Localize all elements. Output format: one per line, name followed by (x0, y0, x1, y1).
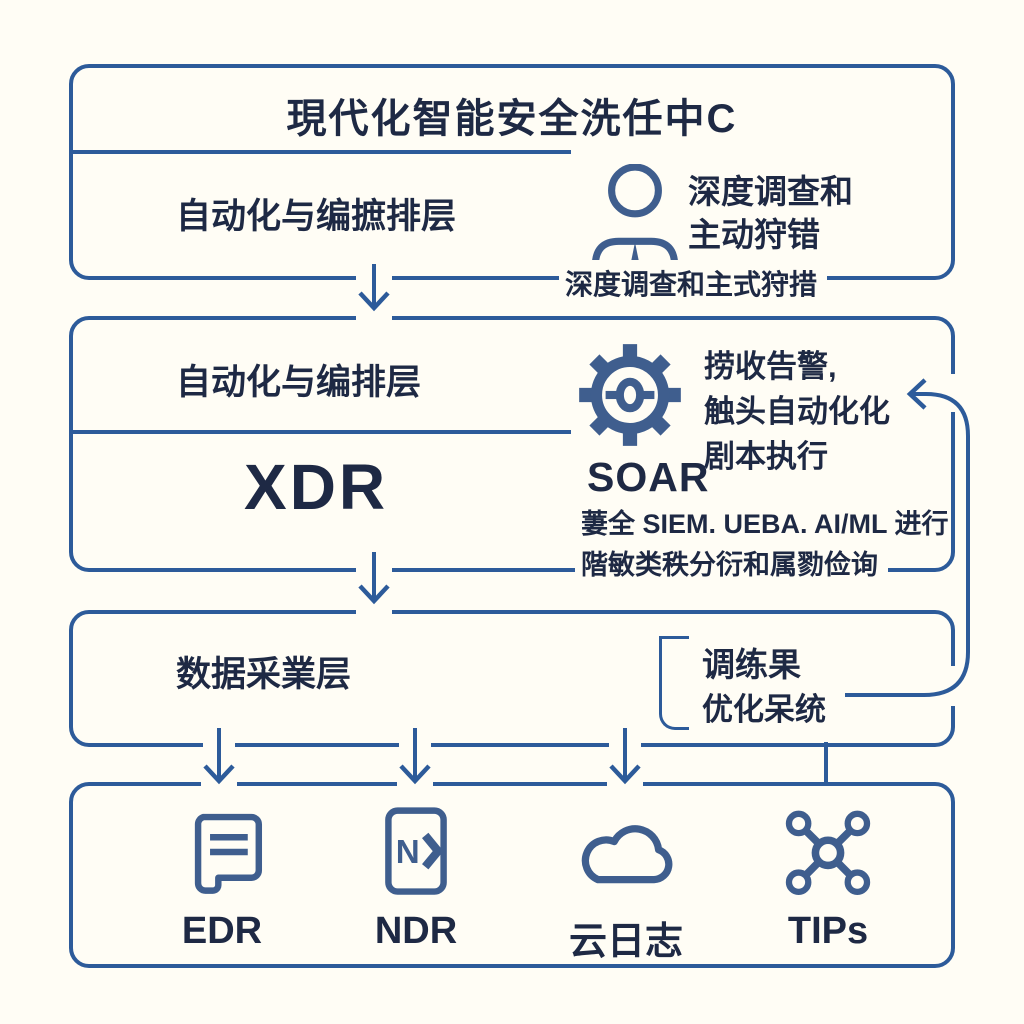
soc-title: 現代化智能安全洗任中C (286, 97, 738, 141)
siem-line1: 萋全 SIEM. UEBA. AI/ML 进行 (581, 509, 949, 539)
investigation-line1: 深度调查和 (688, 173, 853, 210)
alert-line3: 剧本执行 (704, 439, 828, 474)
n-chevron-square-icon: N (370, 804, 462, 900)
feedback-line1: 调练果 (702, 646, 801, 683)
data-layer-box: 数据采業层 调练果 优化呆统 (69, 610, 955, 747)
orchestration-box: 自动化与编排层 XDR SOAR 捞收告警, 触头自动化化 剧本执行 (69, 316, 955, 587)
feedback-line2: 优化呆统 (702, 692, 826, 727)
soar-label: SOAR (587, 454, 710, 500)
soc-caption: 深度调查和主式狩措 (559, 260, 828, 308)
tips-label: TIPs (787, 910, 869, 952)
feedback-bracket (659, 636, 689, 730)
soc-divider (72, 150, 571, 154)
cloud-logs-label: 云日志 (568, 921, 683, 963)
document-lines-icon (176, 804, 268, 900)
investigation-text: 深度调查和 主动狩错 (688, 170, 853, 256)
automation-orchestration-label: 自动化与编摭排层 (176, 197, 457, 236)
source-item-cloud-logs: 云日志 (536, 804, 716, 965)
source-item-edr: EDR (132, 804, 312, 953)
sources-box (69, 782, 955, 968)
data-layer-label: 数据采業层 (176, 655, 352, 694)
siem-line2: 階敏类秩分衍和属勠俭询 (575, 540, 888, 587)
xdr-label: XDR (244, 451, 389, 523)
network-nodes-icon (781, 804, 875, 900)
investigation-line2: 主动狩错 (688, 216, 820, 253)
alert-line2: 触头自动化化 (704, 394, 890, 429)
source-item-tips: TIPs (738, 804, 918, 953)
ndr-label: NDR (374, 910, 458, 952)
edr-label: EDR (181, 910, 263, 952)
soar-alert-text: 捞收告警, 触头自动化化 剧本执行 (704, 344, 890, 479)
ndr-icon-letter: N (396, 834, 420, 871)
soc-box: 現代化智能安全洗任中C 自动化与编摭排层 深度调查和 主动狩错 深度调查和主式狩… (69, 64, 955, 308)
cloud-icon (567, 804, 685, 900)
source-item-ndr: N NDR (326, 804, 506, 953)
orchestration-label: 自动化与编排层 (176, 363, 422, 402)
gear-icon (579, 344, 681, 446)
alert-line1: 捞收告警, (704, 349, 837, 384)
orchestration-divider (72, 430, 571, 434)
